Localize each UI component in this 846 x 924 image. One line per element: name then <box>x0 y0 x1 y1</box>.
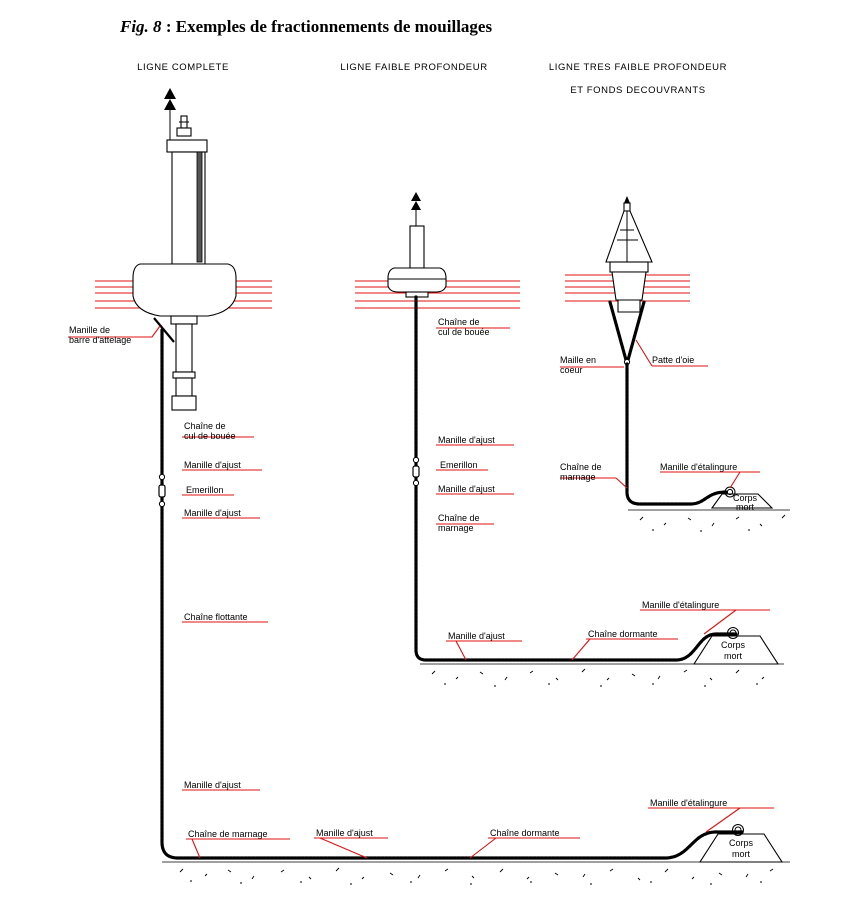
leader-lines-complete <box>68 325 774 859</box>
label-chaine-marnage-1: Chaîne de <box>560 462 602 472</box>
emerillon-icon <box>158 484 166 498</box>
label-manille-ajust-seabed: Manille d'ajust <box>316 828 373 838</box>
label-manille-etalingure: Manille d'étalingure <box>650 798 727 808</box>
label-chaine-dormante: Chaîne dormante <box>588 629 658 639</box>
buoy-very-shallow <box>605 196 653 313</box>
very-shallow-line-diagram: Corps mort Maille en coeur Patte d'oie C… <box>560 196 790 532</box>
label-chaine-cul-1: Chaîne de <box>438 317 480 327</box>
buoy-mast-shallow <box>409 225 425 269</box>
label-manille-etalingure: Manille d'étalingure <box>642 600 719 610</box>
shallow-line-diagram: Corps mort Chaîne de cul de bouée Manill… <box>355 192 784 687</box>
label-patte-oie: Patte d'oie <box>652 355 694 365</box>
label-manille-ajust-bottom: Manille d'ajust <box>438 484 495 494</box>
heading-fonds-decouvrants: ET FONDS DECOUVRANTS <box>570 85 705 96</box>
label-maille-coeur-1: Maille en <box>560 355 596 365</box>
corps-mort-label-1: Corps <box>729 838 754 848</box>
manille-ajust-icon <box>412 479 420 487</box>
chain-shallow <box>414 295 738 662</box>
buoy-float-complete <box>132 263 237 317</box>
chain-very-shallow <box>625 362 728 506</box>
leader-lines-very-shallow <box>560 339 760 489</box>
label-manille-ajust-top: Manille d'ajust <box>184 460 241 470</box>
label-manille-ajust-bottom: Manille d'ajust <box>184 508 241 518</box>
heading-ligne-faible-profondeur: LIGNE FAIBLE PROFONDEUR <box>340 62 487 73</box>
label-manille-ajust-low: Manille d'ajust <box>184 780 241 790</box>
label-manille-ajust-top: Manille d'ajust <box>438 435 495 445</box>
label-manille-barre-2: barre d'attelage <box>69 335 131 345</box>
corps-mort-shallow: Corps mort <box>692 627 780 665</box>
label-chaine-marnage-2: marnage <box>560 472 596 482</box>
heading-ligne-complete: LIGNE COMPLETE <box>137 62 229 73</box>
label-maille-coeur-2: coeur <box>560 365 583 375</box>
corps-mort-label-2: mort <box>732 849 750 859</box>
manille-ajust-icon <box>158 473 166 481</box>
topmark-icon <box>411 192 421 226</box>
patte-oie-right <box>626 300 646 362</box>
corps-mort-label-1: Corps <box>733 493 758 503</box>
label-manille-ajust-seabed: Manille d'ajust <box>448 631 505 641</box>
corps-mort-label-2: mort <box>724 651 742 661</box>
seabed-shallow <box>420 663 784 687</box>
label-manille-etalingure: Manille d'étalingure <box>660 462 737 472</box>
buoy-float-shallow <box>387 267 447 293</box>
complete-line-diagram: Corps mort Manille de barre d' <box>68 88 790 885</box>
label-chaine-marnage: Chaîne de marnage <box>188 829 268 839</box>
barre-attelage <box>153 317 175 343</box>
label-chaine-dormante: Chaîne dormante <box>490 828 560 838</box>
figure-caption: : Exemples de fractionnements de mouilla… <box>162 17 493 36</box>
buoy-tube <box>170 315 198 411</box>
label-chaine-cul-2: cul de bouée <box>184 431 236 441</box>
corps-mort-label-2: mort <box>736 502 754 512</box>
leader-lines-shallow <box>436 327 770 661</box>
topmark-icon <box>164 88 176 140</box>
figure-number: Fig. 8 <box>119 17 162 36</box>
manille-ajust-icon <box>158 500 166 508</box>
corps-mort-very-shallow: Corps mort <box>710 486 774 512</box>
seabed-very-shallow <box>628 509 790 532</box>
buoy-tower <box>166 139 208 265</box>
corps-mort-complete: Corps mort <box>698 824 784 863</box>
seabed-complete <box>162 861 790 885</box>
label-emerillon: Emerillon <box>186 485 224 495</box>
light-icon <box>176 115 192 137</box>
label-chaine-flottante: Chaîne flottante <box>184 612 248 622</box>
emerillon-icon <box>412 465 420 478</box>
heading-ligne-tres-faible-profondeur: LIGNE TRES FAIBLE PROFONDEUR <box>549 62 727 73</box>
chain-complete <box>160 328 744 860</box>
label-chaine-cul-2: cul de bouée <box>438 327 490 337</box>
label-emerillon: Emerillon <box>440 460 478 470</box>
label-manille-barre-1: Manille de <box>69 325 110 335</box>
manille-ajust-icon <box>412 456 420 464</box>
label-chaine-cul-1: Chaîne de <box>184 421 226 431</box>
corps-mort-label-1: Corps <box>721 640 746 650</box>
label-chaine-marnage-1: Chaîne de <box>438 513 480 523</box>
patte-oie-left <box>608 300 628 362</box>
label-chaine-marnage-2: marnage <box>438 523 474 533</box>
figure-title: Fig. 8 : Exemples de fractionnements de … <box>119 17 492 36</box>
